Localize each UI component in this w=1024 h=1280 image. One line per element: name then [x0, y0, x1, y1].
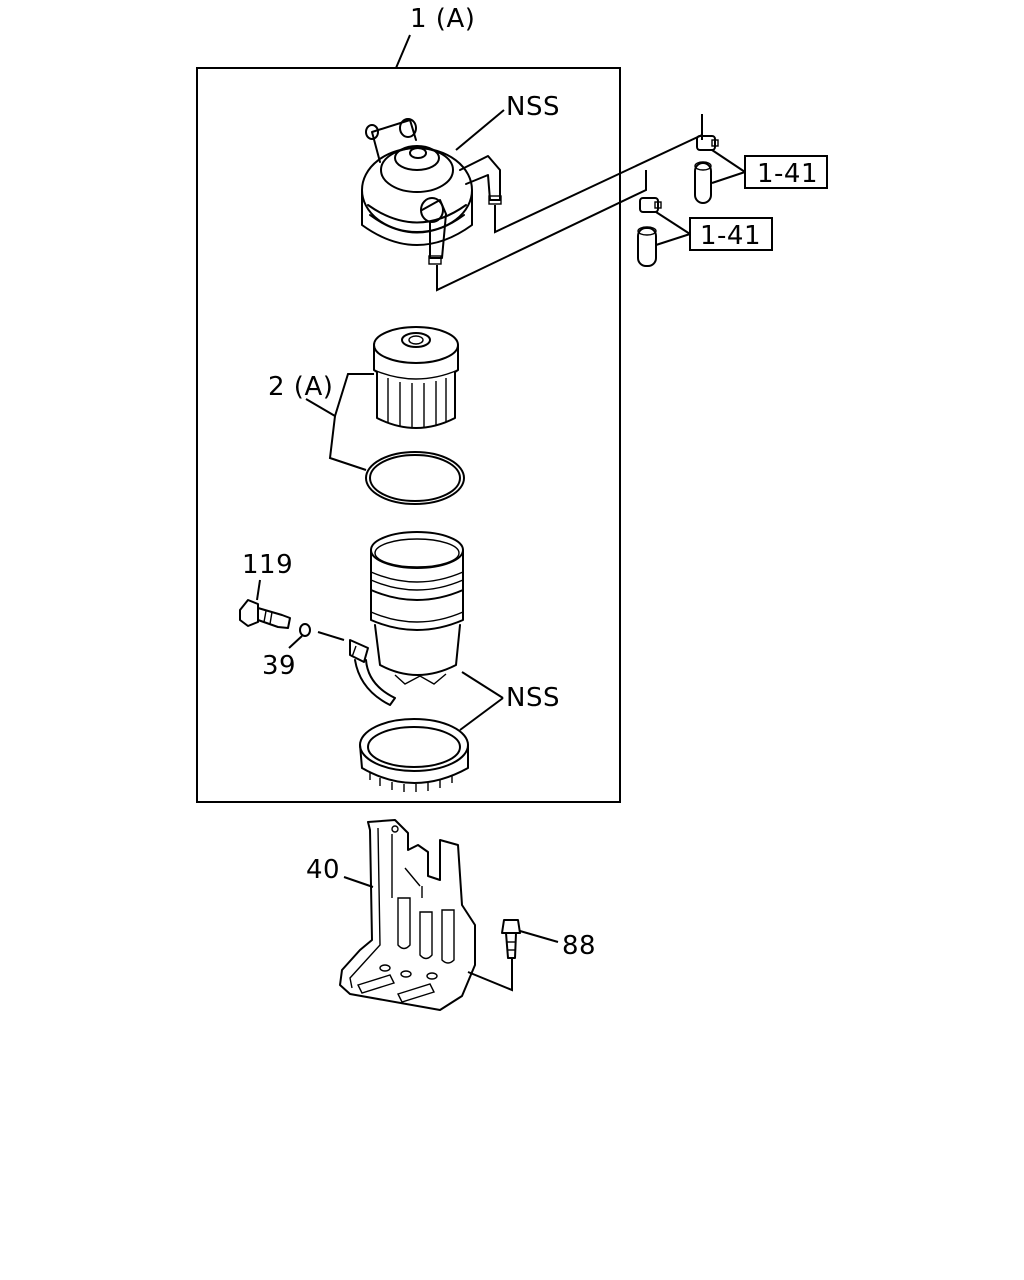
water-sensor[interactable] — [239, 599, 291, 629]
hose-clip-lower[interactable] — [637, 197, 662, 267]
callout-nss-bottom[interactable]: NSS — [506, 683, 560, 713]
callout-119[interactable]: 119 — [242, 550, 293, 580]
callout-ref-lower[interactable]: 1-41 — [700, 221, 761, 251]
callout-ref-upper[interactable]: 1-41 — [757, 159, 818, 189]
pipe-line-lower — [436, 170, 647, 292]
small-o-ring[interactable] — [299, 623, 311, 637]
filter-head[interactable] — [361, 118, 502, 265]
callout-88[interactable]: 88 — [562, 931, 596, 961]
hose-clip-upper[interactable] — [694, 135, 719, 204]
bolt[interactable] — [501, 919, 521, 959]
filter-element[interactable] — [373, 326, 459, 429]
callout-39[interactable]: 39 — [262, 651, 296, 681]
callout-40[interactable]: 40 — [306, 855, 340, 885]
ring-nut[interactable] — [359, 718, 469, 792]
gasket-ring[interactable] — [365, 451, 465, 505]
pipe-line-upper — [494, 114, 703, 234]
callout-2a[interactable]: 2 (A) — [268, 372, 333, 402]
assembly-frame — [196, 67, 621, 803]
callout-1a[interactable]: 1 (A) — [410, 4, 475, 34]
mounting-bracket[interactable] — [339, 819, 476, 1011]
callout-nss-top[interactable]: NSS — [506, 92, 560, 122]
filter-bowl[interactable] — [349, 531, 464, 706]
ref-box-lower[interactable] — [689, 217, 773, 251]
